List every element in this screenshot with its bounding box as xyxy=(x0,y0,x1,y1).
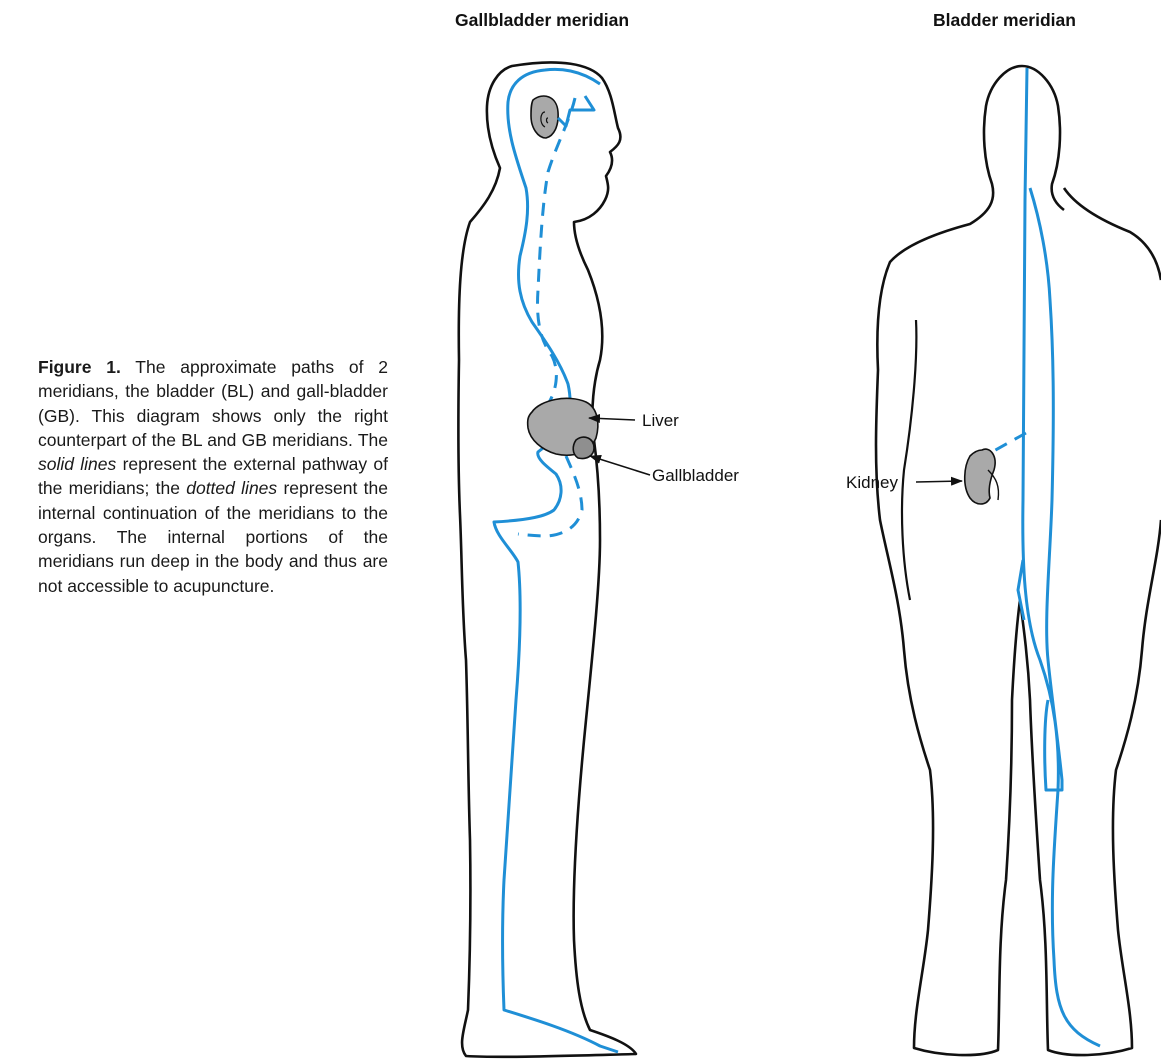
back-left-arm-inner xyxy=(902,320,916,600)
back-right-arm xyxy=(1064,188,1161,280)
back-head-right xyxy=(1022,66,1064,210)
gallbladder-label: Gallbladder xyxy=(652,466,739,485)
back-view-figure xyxy=(876,66,1161,1055)
gallbladder-organ xyxy=(573,437,594,458)
kidney-pointer-arrow xyxy=(916,481,962,482)
kidney-organ xyxy=(965,449,995,504)
side-body-outline xyxy=(458,62,636,1056)
back-body-outline xyxy=(876,66,1161,1055)
liver-label: Liver xyxy=(642,411,679,430)
back-internal-meridian xyxy=(992,433,1026,452)
side-view-figure xyxy=(458,62,636,1056)
kidney-label: Kidney xyxy=(846,473,898,492)
side-head-zigzag xyxy=(558,96,594,126)
back-external-meridian xyxy=(1018,68,1100,1046)
side-ear xyxy=(531,96,558,138)
gallbladder-pointer-arrow xyxy=(590,456,650,475)
